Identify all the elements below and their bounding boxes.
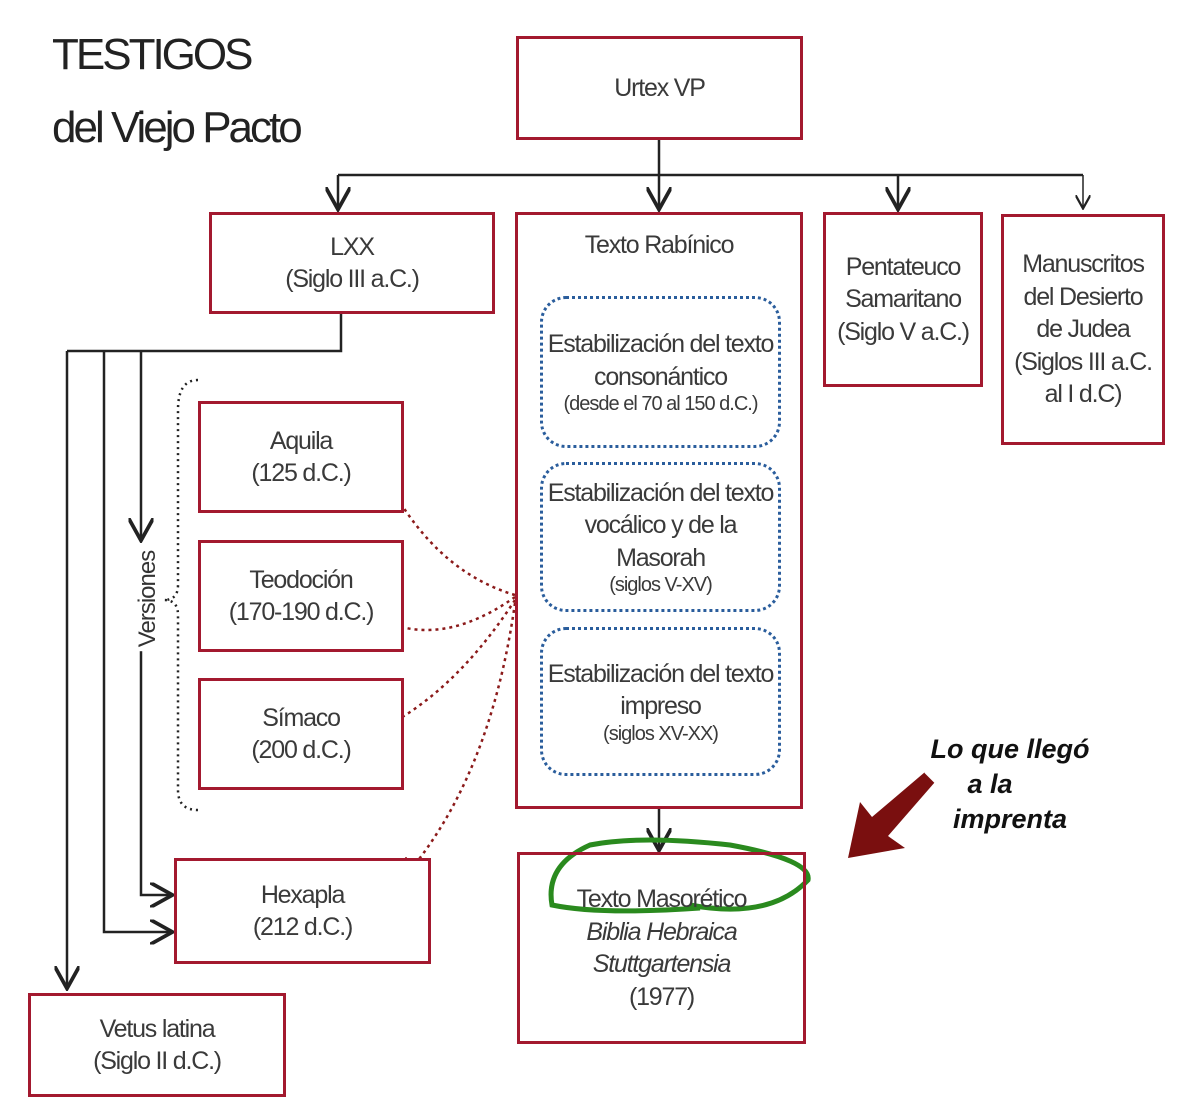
node-vetus-latina: Vetus latina (Siglo II d.C.)	[28, 993, 286, 1097]
label: LXX	[330, 232, 375, 261]
date: (1977)	[628, 982, 695, 1011]
influence-hexapla	[402, 602, 517, 880]
title-line1: TESTIGOS	[52, 30, 253, 79]
date: (170-190 d.C.)	[228, 598, 375, 626]
urtex-connector	[338, 139, 1083, 177]
pencil-arrow-icon	[848, 771, 939, 858]
edition: Stuttgartensia	[592, 950, 732, 978]
node-aquila: Aquila (125 d.C.)	[198, 401, 404, 513]
stage-date: (siglos V-XV)	[609, 574, 713, 597]
label: Texto Masorético	[576, 885, 748, 913]
node-pentateuco: Pentateuco Samaritano (Siglo V a.C.)	[823, 212, 983, 387]
stage-line: Estabilización del texto	[547, 330, 775, 358]
lxx-connector	[67, 313, 343, 353]
stage-line: Estabilización del texto	[547, 478, 775, 507]
label: Urtex VP	[614, 73, 706, 102]
date: (Siglo II d.C.)	[93, 1047, 222, 1075]
label: Símaco	[262, 703, 341, 732]
label: de Judea	[1036, 315, 1130, 344]
label: Hexapla	[260, 880, 346, 909]
versiones-label: Versiones	[134, 546, 163, 652]
annotation-line: imprenta	[952, 804, 1068, 835]
node-texto-masoretico: Texto Masorético Biblia Hebraica Stuttga…	[517, 852, 806, 1044]
influence-simaco	[368, 599, 517, 735]
edition: Biblia Hebraica	[586, 917, 737, 946]
label: Vetus latina	[99, 1014, 216, 1043]
stage-impreso: Estabilización del texto impreso (siglos…	[540, 627, 781, 776]
label: Teodoción	[249, 565, 353, 594]
stage-consonantico: Estabilización del texto consonántico (d…	[540, 296, 781, 448]
annotation-line: a la	[967, 769, 1013, 800]
label: Pentateuco	[845, 252, 962, 281]
annotation: Lo que llegó a la imprenta	[900, 732, 1120, 837]
stage-date: (desde el 70 al 150 d.C.)	[563, 393, 758, 415]
node-simaco: Símaco (200 d.C.)	[198, 678, 404, 790]
node-manuscritos: Manuscritos del Desierto de Judea (Siglo…	[1001, 214, 1165, 445]
date: (Siglos III a.C.	[1014, 347, 1153, 376]
title-line2: del Viejo Pacto	[52, 103, 303, 152]
stage-line: Estabilización del texto	[547, 659, 775, 688]
label: Manuscritos	[1022, 250, 1145, 279]
date: (125 d.C.)	[251, 459, 351, 487]
stage-vocalico: Estabilización del texto vocálico y de l…	[540, 462, 781, 612]
date: (212 d.C.)	[252, 913, 353, 941]
annotation-line: Lo que llegó	[930, 734, 1090, 764]
label: Texto Rabínico	[584, 231, 735, 259]
date: (Siglo III a.C.)	[285, 265, 420, 293]
node-urtex: Urtex VP	[516, 36, 803, 140]
versiones-brace	[163, 378, 199, 812]
date: (200 d.C.)	[251, 736, 351, 764]
node-teodocion: Teodoción (170-190 d.C.)	[198, 540, 404, 652]
date: al I d.C)	[1044, 380, 1123, 409]
stage-line: impreso	[620, 692, 702, 720]
green-highlight	[548, 837, 811, 914]
label: Aquila	[269, 426, 334, 455]
date: (Siglo V a.C.)	[837, 317, 970, 346]
label: del Desierto	[1023, 282, 1144, 311]
stage-date: (siglos XV-XX)	[603, 722, 719, 745]
node-lxx: LXX (Siglo III a.C.)	[209, 212, 495, 314]
stage-line: vocálico y de la Masorah	[584, 511, 738, 572]
influence-aquila	[380, 466, 516, 597]
node-hexapla: Hexapla (212 d.C.)	[174, 858, 431, 964]
stage-line: consonántico	[594, 362, 728, 391]
influence-teodocion	[378, 595, 516, 630]
label: Samaritano	[845, 285, 962, 314]
